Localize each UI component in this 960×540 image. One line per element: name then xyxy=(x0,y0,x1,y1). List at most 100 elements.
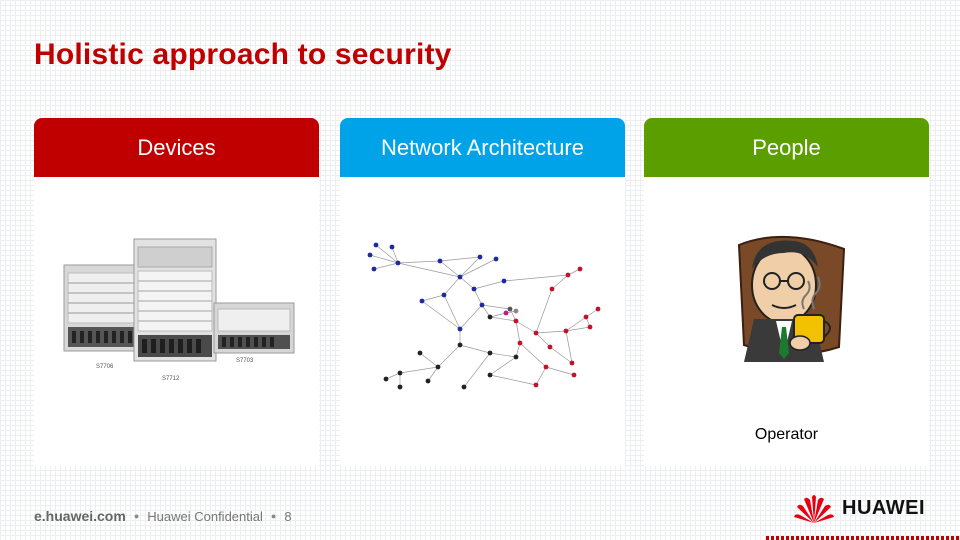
topology-link xyxy=(535,288,553,334)
topology-link xyxy=(515,320,537,334)
devices-panel: Devices xyxy=(34,118,319,466)
topology-node xyxy=(503,310,509,316)
topology-link xyxy=(373,262,399,270)
topology-node xyxy=(487,350,493,356)
topology-link xyxy=(515,342,521,358)
topology-node xyxy=(563,328,569,334)
topology-node xyxy=(507,306,513,312)
footer-site: e.huawei.com xyxy=(34,508,126,524)
topology-node xyxy=(547,344,553,350)
topology-link xyxy=(489,316,517,322)
devices-header: Devices xyxy=(34,118,319,177)
topology-node xyxy=(457,274,463,280)
topology-node xyxy=(533,330,539,336)
topology-node xyxy=(457,342,463,348)
people-header: People xyxy=(644,118,929,177)
topology-node xyxy=(435,364,441,370)
topology-link xyxy=(481,304,491,318)
topology-node xyxy=(513,318,519,324)
topology-node xyxy=(397,370,403,376)
topology-link xyxy=(421,294,445,302)
topology-link xyxy=(397,260,441,264)
topology-node xyxy=(543,364,549,370)
topology-link xyxy=(473,280,505,290)
topology-node xyxy=(477,254,483,260)
topology-link xyxy=(473,288,483,306)
people-header-label: People xyxy=(752,134,821,160)
topology-node xyxy=(571,372,577,378)
topology-link xyxy=(489,312,507,318)
topology-node xyxy=(441,292,447,298)
topology-link xyxy=(375,244,399,264)
topology-node xyxy=(565,272,571,278)
topology-link xyxy=(535,366,547,386)
network-topology-image xyxy=(340,177,625,466)
topology-node xyxy=(587,324,593,330)
topology-node xyxy=(417,350,423,356)
footer: e.huawei.com ● Huawei Confidential ● 8 xyxy=(34,508,292,524)
chassis-s7712 xyxy=(133,238,217,362)
topology-link xyxy=(519,342,547,368)
topology-node xyxy=(517,340,523,346)
people-panel: People Opera xyxy=(644,118,929,466)
devices-header-label: Devices xyxy=(137,134,216,160)
huawei-flower-icon xyxy=(794,495,834,523)
topology-link xyxy=(585,308,599,318)
network-architecture-panel: Network Architecture xyxy=(340,118,625,466)
topology-link xyxy=(419,352,439,368)
topology-link xyxy=(385,372,401,380)
topology-link xyxy=(397,262,461,278)
slide-title: Holistic approach to security xyxy=(34,38,452,71)
topology-node xyxy=(383,376,389,382)
topology-link xyxy=(549,346,573,364)
topology-link xyxy=(515,320,521,344)
topology-link xyxy=(535,330,567,334)
topology-link xyxy=(459,276,475,290)
topology-node xyxy=(513,354,519,360)
topology-link xyxy=(489,374,537,386)
topology-node xyxy=(549,286,555,292)
footer-page-number: 8 xyxy=(284,508,292,524)
topology-link xyxy=(427,366,439,382)
topology-link xyxy=(481,304,511,310)
chassis-s7703 xyxy=(213,302,295,354)
topology-link xyxy=(503,274,569,282)
topology-link xyxy=(399,366,439,374)
topology-node xyxy=(437,258,443,264)
topology-link xyxy=(565,330,573,364)
topology-node xyxy=(371,266,377,272)
topology-link xyxy=(463,352,491,388)
topology-node xyxy=(569,360,575,366)
topology-node xyxy=(583,314,589,320)
topology-node xyxy=(487,372,493,378)
topology-node xyxy=(493,256,499,262)
topology-node xyxy=(373,242,379,248)
operator-caption: Operator xyxy=(754,426,819,443)
topology-node xyxy=(395,260,401,266)
footer-separator: ● xyxy=(270,511,277,521)
topology-link xyxy=(391,246,399,264)
topology-link xyxy=(443,294,461,330)
topology-node xyxy=(425,378,431,384)
topology-link xyxy=(489,352,517,358)
topology-node xyxy=(457,326,463,332)
topology-node xyxy=(479,302,485,308)
topology-link xyxy=(443,276,461,296)
topology-link xyxy=(439,260,461,278)
network-architecture-header: Network Architecture xyxy=(340,118,625,177)
topology-node xyxy=(533,382,539,388)
topology-link xyxy=(459,304,483,330)
topology-link xyxy=(459,344,491,354)
topology-link xyxy=(551,274,569,290)
topology-link xyxy=(459,258,497,278)
chassis-s7706 xyxy=(63,264,145,352)
topology-node xyxy=(397,384,403,390)
topology-link xyxy=(565,316,587,332)
topology-link xyxy=(565,326,591,332)
topology-link xyxy=(459,256,481,278)
device-label-s7706: S7706 xyxy=(96,364,114,370)
topology-node xyxy=(471,286,477,292)
topology-link xyxy=(421,300,461,330)
network-architecture-header-label: Network Architecture xyxy=(381,134,584,160)
topology-node xyxy=(595,306,601,312)
